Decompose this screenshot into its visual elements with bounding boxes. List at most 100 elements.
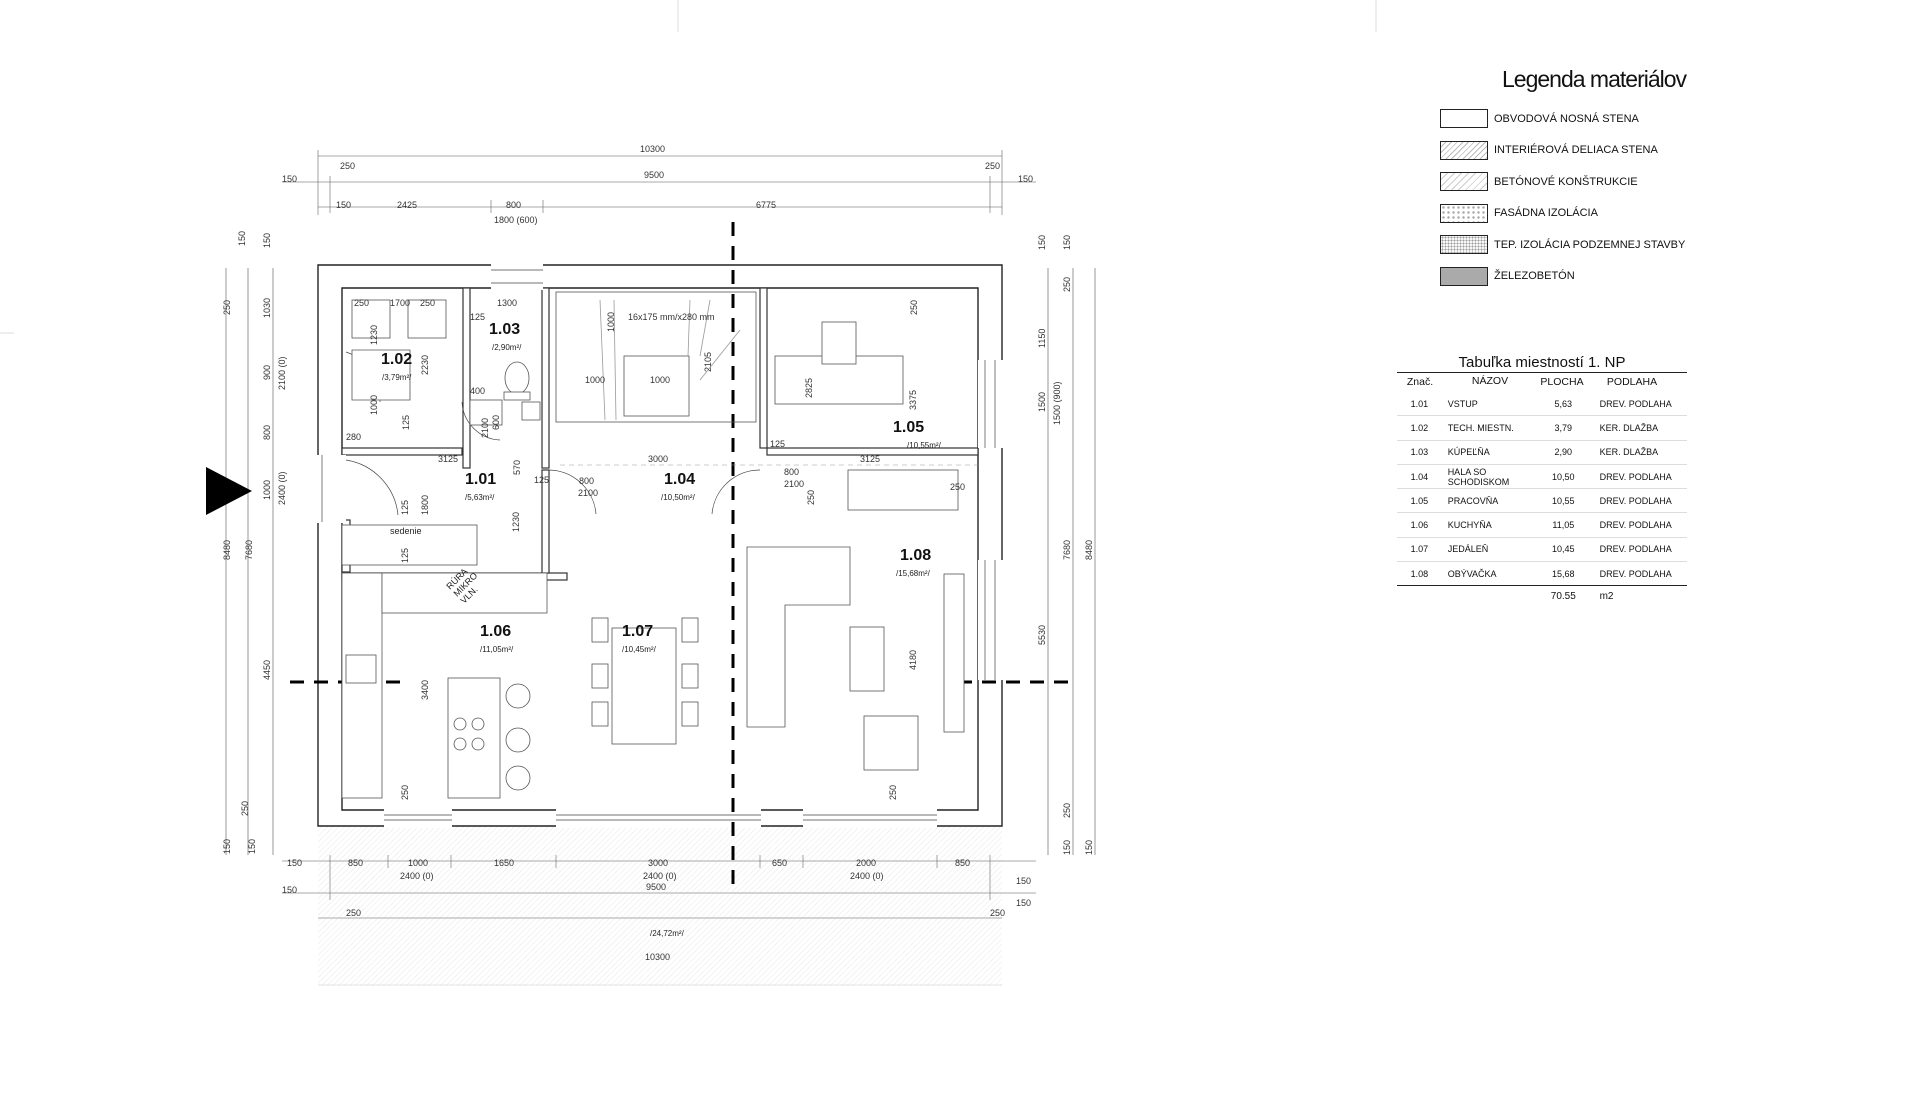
dims-inner: 250 1700 250 1300 1230 2230 1000 125 280… <box>346 298 965 800</box>
table-cell-name: OBÝVAČKA <box>1447 568 1497 579</box>
svg-text:4450: 4450 <box>262 660 272 680</box>
header-cell: Znač. <box>1406 376 1434 388</box>
dims-left: 150 250 1030 900 2100 (0) 800 1000 2400 … <box>222 231 287 854</box>
table-cell-name: JEDÁLEŇ <box>1447 544 1489 555</box>
room-number: 1.05 <box>893 419 924 436</box>
svg-text:9500: 9500 <box>646 882 666 892</box>
svg-text:250: 250 <box>340 161 355 171</box>
table-cell-name: TECH. MIESTN. <box>1447 422 1514 433</box>
svg-text:400: 400 <box>470 386 485 396</box>
svg-text:1000: 1000 <box>585 375 605 385</box>
table-cell-area: 10,50 <box>1552 471 1575 482</box>
legend-item: TEP. IZOLÁCIA PODZEMNEJ STAVBY <box>1440 229 1740 261</box>
svg-text:150: 150 <box>282 174 297 184</box>
table-cell-id: 1.02 <box>1410 422 1429 433</box>
svg-text:10300: 10300 <box>645 952 670 962</box>
furniture <box>341 291 965 799</box>
entry-arrow-icon <box>206 467 252 515</box>
table-cell-floor: DREV. PODLAHA <box>1599 495 1672 506</box>
svg-text:1700: 1700 <box>390 298 410 308</box>
legend-item: OBVODOVÁ NOSNÁ STENA <box>1440 103 1740 135</box>
table-cell-area: 10,55 <box>1552 495 1575 506</box>
table-cell-floor: DREV. PODLAHA <box>1599 398 1672 409</box>
svg-text:1000: 1000 <box>369 395 379 415</box>
legend-label: BETÓNOVÉ KONŠTRUKCIE <box>1494 175 1638 188</box>
svg-text:900: 900 <box>262 365 272 380</box>
svg-text:2400 (0): 2400 (0) <box>277 471 287 505</box>
legend-item: FASÁDNA IZOLÁCIA <box>1440 198 1740 230</box>
svg-text:150: 150 <box>1062 235 1072 250</box>
svg-text:800: 800 <box>579 476 594 486</box>
table-cell-area: 3,79 <box>1554 422 1573 433</box>
dims-right: 150 250 1150 1500 1500 (900) 5530 7680 8… <box>1037 235 1094 855</box>
table-cell-name: HALA SO SCHODISKOM <box>1447 466 1510 487</box>
room-number: 1.03 <box>489 321 520 338</box>
svg-text:150: 150 <box>237 231 247 246</box>
svg-text:2100: 2100 <box>578 488 598 498</box>
svg-text:1800 (600): 1800 (600) <box>494 215 538 225</box>
svg-text:150: 150 <box>1018 174 1033 184</box>
svg-text:250: 250 <box>985 161 1000 171</box>
terrace-area: /24,72m²/ <box>650 929 685 938</box>
terrace <box>318 826 1002 986</box>
svg-text:125: 125 <box>534 475 549 485</box>
legend-swatch <box>1440 235 1488 255</box>
svg-text:1230: 1230 <box>511 512 521 532</box>
legend-swatch <box>1440 140 1488 160</box>
svg-text:250: 250 <box>1062 803 1072 818</box>
table-cell-floor: KER. DLAŽBA <box>1599 422 1659 433</box>
svg-text:3375: 3375 <box>908 390 918 410</box>
svg-text:250: 250 <box>354 298 369 308</box>
room-number: 1.02 <box>381 351 412 368</box>
svg-text:8480: 8480 <box>1084 540 1094 560</box>
svg-text:1150: 1150 <box>1037 329 1047 348</box>
svg-text:250: 250 <box>888 785 898 800</box>
legend-title: Legenda materiálov <box>1502 66 1687 92</box>
svg-text:1030: 1030 <box>262 298 272 318</box>
svg-text:150: 150 <box>1037 235 1047 250</box>
svg-text:1000: 1000 <box>408 858 428 868</box>
table-cell-floor: DREV. PODLAHA <box>1599 471 1672 482</box>
svg-text:125: 125 <box>770 439 785 449</box>
room-area: /10,45m²/ <box>622 645 657 654</box>
table-cell-area: 10,45 <box>1552 544 1575 555</box>
svg-text:250: 250 <box>950 482 965 492</box>
svg-text:650: 650 <box>772 858 787 868</box>
table-cell-area: 2,90 <box>1554 447 1573 458</box>
room-table: Tabuľka miestností 1. NP Znač. NÁZOV PLO… <box>1397 354 1687 606</box>
table-cell-area: 5,63 <box>1554 398 1573 409</box>
svg-text:800: 800 <box>506 200 521 210</box>
table-row: 1.02 TECH. MIESTN. 3,79 KER. DLAŽBA <box>1397 416 1687 441</box>
svg-text:1800: 1800 <box>420 495 430 515</box>
svg-text:2425: 2425 <box>397 200 417 210</box>
sedenie-label: sedenie <box>390 526 422 536</box>
header-cell: NÁZOV <box>1471 375 1509 387</box>
table-title: Tabuľka miestností 1. NP <box>1458 354 1626 371</box>
dimension-lines <box>225 155 1096 919</box>
legend-item: ŽELEZOBETÓN <box>1440 261 1740 293</box>
svg-text:1650: 1650 <box>494 858 514 868</box>
svg-text:2000: 2000 <box>856 858 876 868</box>
svg-text:280: 280 <box>346 432 361 442</box>
table-header: Znač. NÁZOV PLOCHA PODLAHA <box>1397 372 1687 392</box>
svg-text:1500: 1500 <box>1037 392 1047 412</box>
stairs-label: 16x175 mm/x280 mm <box>628 312 715 322</box>
svg-text:2105: 2105 <box>703 352 713 372</box>
legend-item: BETÓNOVÉ KONŠTRUKCIE <box>1440 166 1740 198</box>
svg-text:150: 150 <box>336 200 351 210</box>
svg-text:2100 (0): 2100 (0) <box>277 356 287 390</box>
room-number: 1.07 <box>622 623 653 640</box>
legend-swatch <box>1440 203 1488 223</box>
table-cell-floor: KER. DLAŽBA <box>1599 447 1659 458</box>
svg-text:850: 850 <box>955 858 970 868</box>
table-cell-floor: DREV. PODLAHA <box>1599 520 1672 531</box>
svg-text:250: 250 <box>346 908 361 918</box>
svg-text:150: 150 <box>287 858 302 868</box>
svg-text:125: 125 <box>400 500 410 515</box>
svg-text:3125: 3125 <box>438 454 458 464</box>
svg-text:850: 850 <box>348 858 363 868</box>
